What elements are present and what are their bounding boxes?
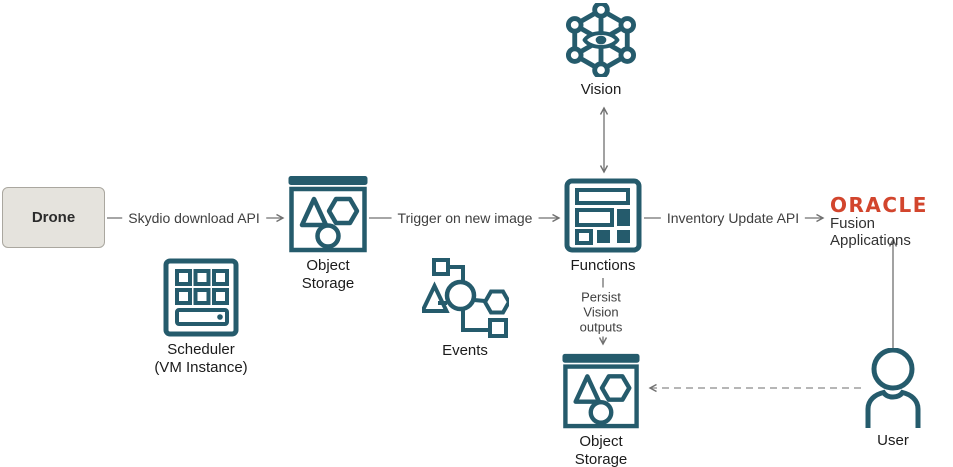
node-vision: Vision	[541, 3, 661, 99]
object-storage-top-label: Object Storage	[301, 257, 355, 292]
functions-icon	[564, 178, 642, 253]
object-storage-bottom-label: Object Storage	[574, 433, 628, 467]
object-storage-icon	[288, 176, 368, 253]
user-label: User	[877, 432, 909, 449]
oracle-logo: ORACLE	[830, 193, 928, 217]
edge-label-persist: Persist Vision outputs	[574, 287, 628, 337]
edge-label-trigger: Trigger on new image	[391, 209, 539, 227]
scheduler-label: Scheduler (VM Instance)	[154, 341, 248, 376]
drone-label: Drone	[31, 208, 76, 226]
user-icon	[865, 348, 921, 428]
vision-label: Vision	[580, 81, 622, 98]
node-events: Events	[403, 258, 527, 360]
node-user: User	[833, 348, 953, 450]
edge-label-skydio: Skydio download API	[122, 209, 266, 227]
node-drone: Drone	[2, 187, 105, 248]
edge-label-inventory: Inventory Update API	[660, 209, 806, 227]
events-label: Events	[442, 342, 488, 359]
functions-label: Functions	[570, 257, 636, 274]
vision-icon	[565, 3, 637, 77]
events-icon	[421, 258, 509, 338]
node-oracle-fusion: ORACLE Fusion Applications	[830, 195, 953, 249]
node-object-storage-top: Object Storage	[268, 172, 388, 293]
scheduler-icon	[163, 258, 239, 337]
oracle-fusion-label: Fusion Applications	[830, 215, 911, 249]
node-scheduler: Scheduler (VM Instance)	[131, 258, 271, 377]
node-functions: Functions	[543, 178, 663, 275]
node-object-storage-bottom: Object Storage	[541, 350, 661, 467]
object-storage-icon	[562, 353, 640, 429]
